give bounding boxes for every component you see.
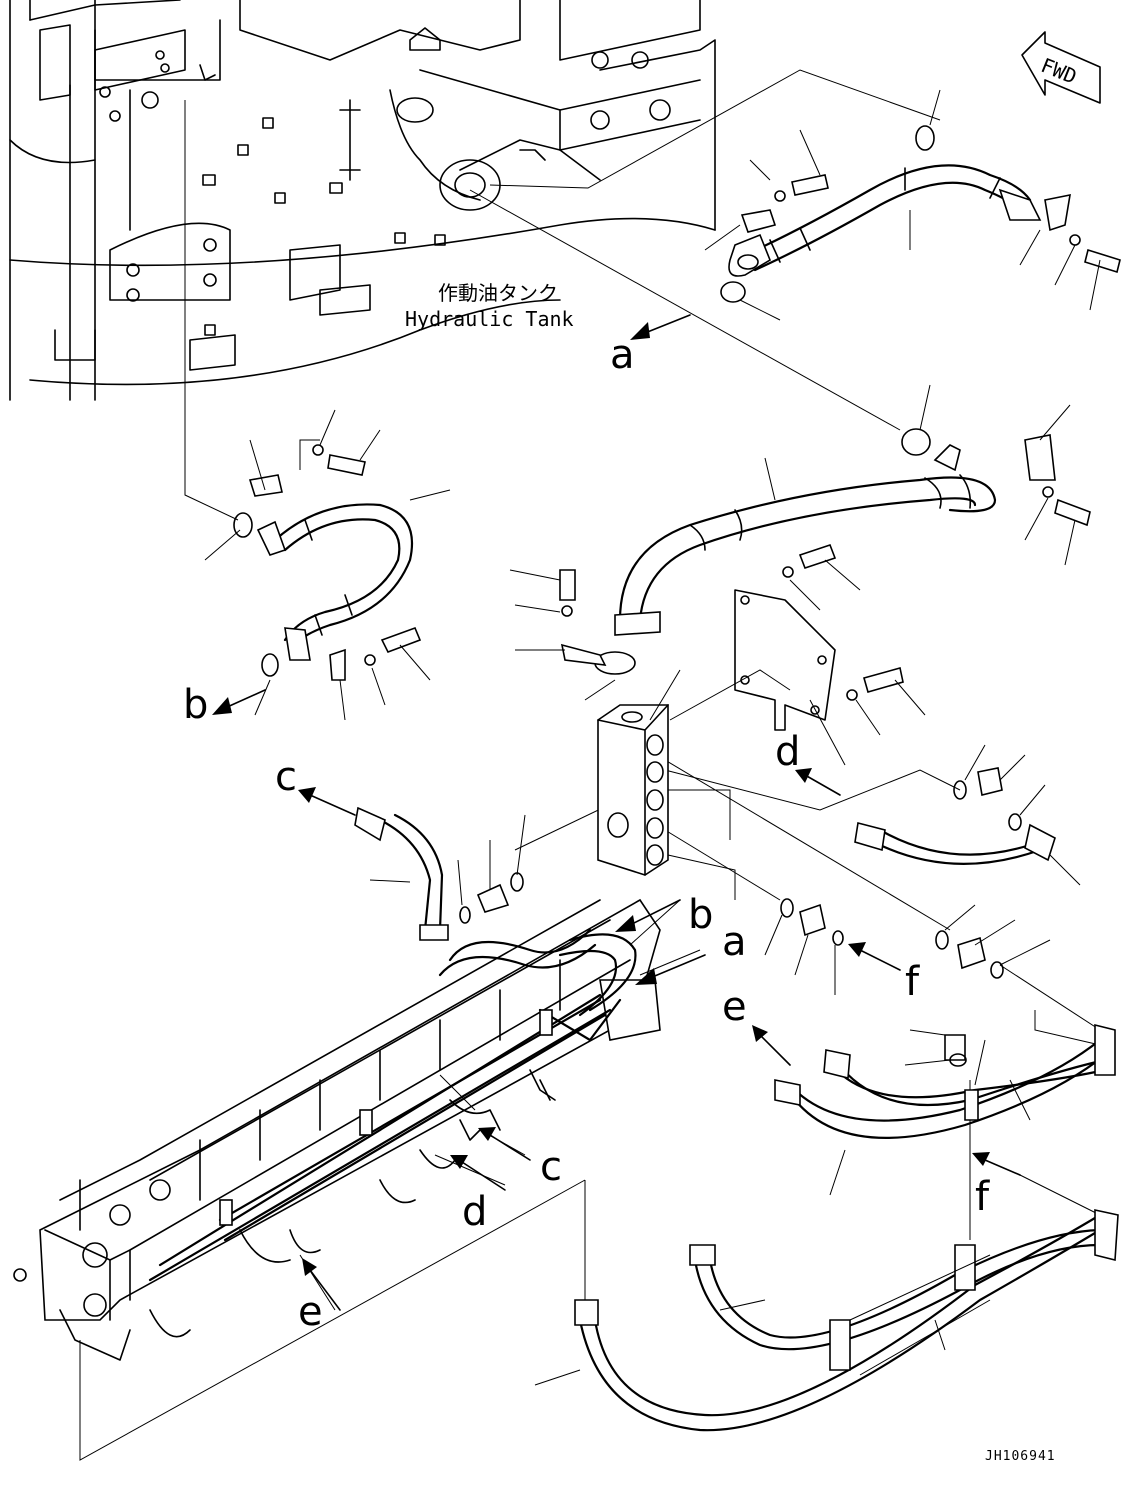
callout-f-lower: f [975,1174,990,1220]
callout-a-valve: a [722,919,747,965]
connector-lines [79,69,1101,1461]
fittings-ef [764,898,1051,995]
hose-b-left [204,409,451,721]
hydraulic-tank: 作動油タンク Hydraulic Tank [9,0,716,401]
callout-a-tank: a [610,332,635,378]
mounting-bracket [734,589,926,766]
tank-label-en: Hydraulic Tank [405,307,574,331]
hose-c [354,806,526,941]
control-valve-assembly [13,898,701,1361]
callout-c-valve: c [540,1144,562,1190]
callout-e-mid: e [722,984,747,1030]
hose-bundle-lower [534,1023,1119,1432]
callout-e-valve: e [298,1289,323,1335]
hose-d [854,744,1081,886]
callout-arrows [212,314,1021,1311]
callout-b-valve: b [688,892,713,938]
hose-a-right [614,384,1091,636]
fwd-arrow-icon: FWD [1021,31,1101,104]
tank-label: 作動油タンク Hydraulic Tank [405,281,574,331]
callout-d-valve: d [462,1189,487,1235]
callout-f-mid: f [905,959,920,1005]
tank-label-jp: 作動油タンク [438,281,558,305]
hose-a-top [704,89,1121,321]
callout-letters: a b c d b a f e c d f e [183,332,990,1335]
drawing-code: JH106941 [985,1449,1056,1464]
callout-d-right: d [775,729,800,775]
fwd-label: FWD [1038,53,1080,89]
callout-b-left: b [183,682,208,728]
callout-c-left: c [275,754,297,800]
manifold-block [509,569,681,876]
